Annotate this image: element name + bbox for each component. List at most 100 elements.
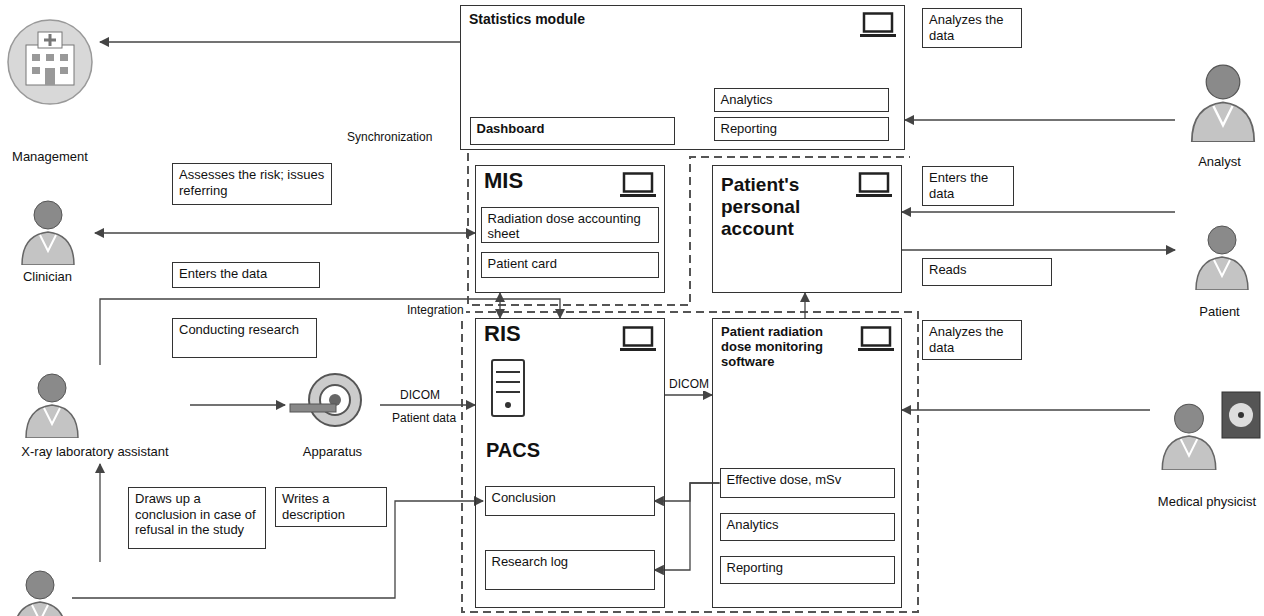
action-callout: Reads (922, 258, 1052, 286)
box-text: Conclusion (492, 490, 648, 506)
box-text: Patient card (488, 256, 652, 272)
box-text: Writes a description (282, 491, 380, 522)
connector (665, 394, 712, 395)
connector (902, 211, 1175, 212)
radiation-sign (1222, 392, 1260, 438)
connector-label: DICOM (667, 377, 711, 391)
device: Apparatus (285, 370, 380, 460)
module-box: Effective dose, mSv (720, 468, 895, 498)
action-callout: Conducting research (172, 318, 317, 358)
connector (380, 404, 475, 405)
actor-label: Medical physicist (1150, 494, 1264, 510)
group-outline (468, 153, 910, 305)
cross-sign (44, 34, 56, 46)
window (32, 54, 40, 61)
box-text: Conducting research (179, 322, 310, 338)
physicist-icon (1162, 404, 1215, 470)
module-box: Radiation dose accounting sheet (481, 207, 659, 243)
system-title: MIS (484, 168, 584, 193)
icon-ground (8, 20, 92, 104)
box-text: Assesses the risk; issues referring (179, 167, 325, 198)
laptop-icon (858, 328, 894, 352)
connector-label: Integration (405, 303, 466, 317)
annotation-label: Synchronization (345, 130, 434, 144)
box-text: Enters the data (929, 170, 1007, 201)
box-text: Research log (492, 554, 648, 570)
action-callout: Analyzes the data (922, 320, 1022, 360)
box-text: Reporting (721, 121, 882, 137)
connector (95, 232, 475, 233)
system-title: Patient radiation dose monitoring softwa… (721, 325, 849, 370)
action-callout: Writes a description (275, 487, 387, 527)
actor-label: Apparatus (285, 444, 380, 460)
window (60, 67, 68, 74)
connector (902, 249, 1175, 250)
actor-label: Clinician (0, 269, 95, 285)
connector (190, 404, 285, 405)
patient-icon (1196, 226, 1248, 290)
action-callout: Enters the data (172, 262, 320, 288)
scanner-icon (290, 374, 361, 426)
building-top (38, 32, 62, 48)
gantry (309, 374, 361, 426)
connector (499, 293, 500, 318)
box-text: Analytics (727, 517, 888, 533)
connector-label: DICOM (398, 388, 442, 402)
system-title: Patient's personal account (721, 174, 846, 240)
group-outline (462, 312, 918, 612)
laptop-icon (860, 14, 896, 38)
action-callout: Assesses the risk; issues referring (172, 163, 332, 205)
box-text: Reads (929, 262, 1045, 278)
sign-center (1238, 412, 1244, 418)
module-box: Conclusion (485, 486, 655, 516)
actor-label: Patient (1175, 304, 1264, 320)
building-icon (8, 20, 92, 104)
window (32, 67, 40, 74)
actor: Patient (1175, 195, 1264, 320)
actor-label: Analyst (1175, 154, 1264, 170)
system-box: Patient radiation dose monitoring softwa… (712, 318, 902, 608)
system-title: RIS (484, 321, 584, 346)
door (45, 68, 55, 85)
server-icon (492, 360, 524, 416)
system-box: RISPACSConclusionResearch log (475, 318, 665, 608)
connector (100, 41, 460, 42)
system-box: MIS Radiation dose accounting sheetPatien… (475, 165, 665, 293)
action-callout: Draws up a conclusion in case of refusal… (128, 487, 266, 549)
sign-disc (1229, 403, 1253, 427)
module-box: Reporting (714, 117, 889, 141)
laptop-icon (620, 328, 656, 352)
window (60, 54, 68, 61)
connector (902, 409, 1150, 410)
window (46, 54, 54, 61)
module-box: Research log (485, 550, 655, 590)
module-box: Dashboard (470, 117, 675, 145)
box-text: Draws up a conclusion in case of refusal… (135, 491, 259, 538)
box-text: Analyzes the data (929, 324, 1015, 355)
clinician-icon (22, 201, 74, 265)
table (290, 404, 336, 412)
actor: X-ray laboratory assistant (0, 365, 190, 460)
server-body (492, 360, 524, 416)
actor: Medical physicist (1150, 370, 1264, 510)
leader-line (99, 464, 100, 562)
connector (905, 119, 1175, 120)
module-box: Reporting (720, 556, 895, 584)
connector (804, 293, 805, 318)
action-callout: Enters the data (922, 166, 1014, 206)
box-text: Analytics (721, 92, 882, 108)
system-box: Statistics moduleDashboard AnalyticsRepor… (460, 5, 905, 150)
actor-label: X-ray laboratory assistant (0, 444, 190, 460)
box-text: Reporting (727, 560, 888, 576)
actor: Analyst (1175, 20, 1264, 170)
analyst-icon (1192, 65, 1254, 142)
annotation-label: Patient data (390, 411, 458, 425)
assistant-icon (26, 374, 78, 438)
box-text: Radiation dose accounting sheet (488, 211, 652, 242)
actor-label: Management (0, 149, 100, 165)
system-title: Statistics module (469, 11, 769, 27)
box-text: Enters the data (179, 266, 313, 282)
sign-plate (1222, 392, 1260, 438)
actor: Management (0, 0, 100, 165)
laptop-icon (620, 174, 656, 198)
